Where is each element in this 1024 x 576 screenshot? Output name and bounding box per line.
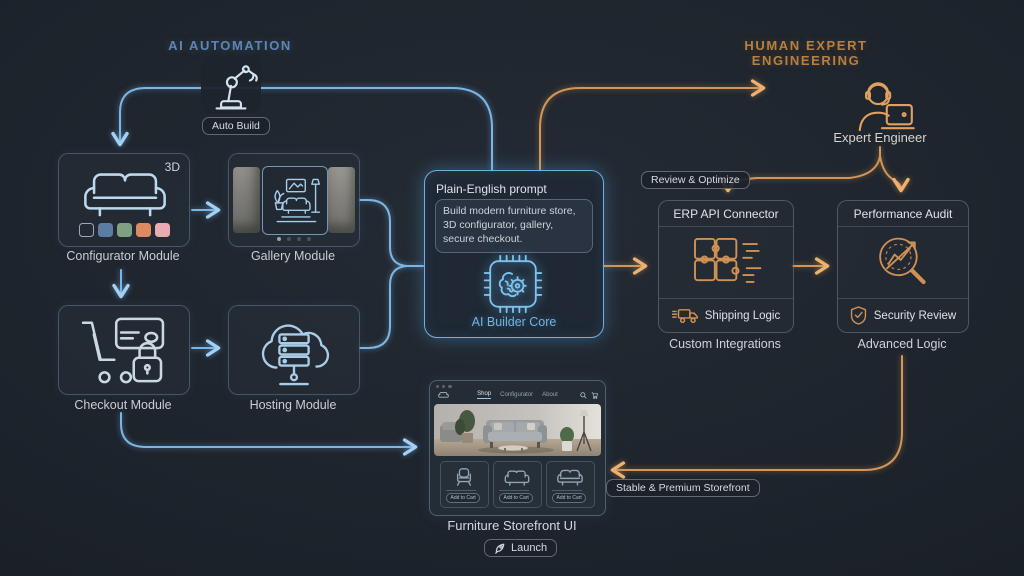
browser-mockup: Shop Configurator About	[429, 380, 606, 516]
hosting-module-box	[228, 305, 360, 395]
cart-card-lock-icon	[81, 317, 165, 384]
erp-title: ERP API Connector	[659, 201, 793, 227]
3d-badge: 3D	[164, 160, 180, 174]
audit-title: Performance Audit	[838, 201, 968, 227]
carousel-dot[interactable]	[287, 237, 291, 241]
product-card[interactable]: Add to Cart	[546, 461, 595, 508]
sofa-icon	[504, 470, 530, 486]
custom-integrations-caption: Custom Integrations	[669, 337, 781, 351]
sofa-3d-icon	[84, 173, 166, 217]
price-placeholder	[446, 490, 476, 491]
shield-check-icon	[850, 306, 866, 325]
performance-audit-box: Performance Audit Security Review	[837, 200, 969, 333]
auto-build-pill: Auto Build	[202, 117, 270, 135]
add-to-cart-button[interactable]: Add to Cart	[499, 493, 534, 503]
prompt-header: Plain-English prompt	[436, 182, 547, 196]
engineer-headset-icon	[846, 80, 916, 132]
loveseat-icon	[557, 469, 583, 486]
ai-builder-core-label: AI Builder Core	[471, 315, 557, 329]
robot-arm-icon	[201, 57, 261, 113]
gallery-module-box	[228, 153, 360, 247]
carousel-dots[interactable]	[229, 237, 359, 241]
advanced-logic-caption: Advanced Logic	[857, 337, 947, 351]
shipping-logic-label: Shipping Logic	[704, 309, 781, 322]
stable-premium-label: Stable & Premium Storefront	[616, 482, 750, 494]
erp-api-connector-box: ERP API Connector Shippin	[658, 200, 794, 333]
truck-icon	[671, 309, 698, 324]
color-swatch[interactable]	[154, 223, 170, 237]
color-swatch[interactable]	[135, 223, 151, 237]
chip-brain-icon	[483, 254, 543, 314]
search-icon[interactable]	[580, 392, 587, 399]
add-to-cart-button[interactable]: Add to Cart	[552, 493, 587, 503]
product-card[interactable]: Add to Cart	[440, 461, 489, 508]
nav-item-about[interactable]: About	[542, 391, 558, 398]
photo-thumbnail-right	[328, 167, 355, 233]
configurator-module-label: Configurator Module	[66, 249, 180, 263]
armchair-icon	[456, 468, 472, 486]
checkout-module-label: Checkout Module	[74, 398, 172, 412]
ai-automation-title: AI AUTOMATION	[168, 38, 292, 53]
hosting-module-label: Hosting Module	[249, 398, 337, 412]
security-review-label: Security Review	[873, 309, 957, 322]
add-to-cart-button[interactable]: Add to Cart	[446, 493, 481, 503]
product-card[interactable]: Add to Cart	[493, 461, 542, 508]
human-expert-title: HUMAN EXPERT ENGINEERING	[744, 38, 868, 68]
storefront-navbar: Shop Configurator About	[430, 388, 605, 401]
gallery-room-panel	[262, 166, 328, 235]
price-placeholder	[499, 490, 529, 491]
puzzle-icon	[694, 237, 762, 283]
configurator-module-box: 3D	[58, 153, 190, 247]
price-placeholder	[552, 490, 582, 491]
photo-thumbnail-left	[233, 167, 260, 233]
window-dots	[430, 381, 605, 389]
cloud-server-icon	[261, 324, 330, 386]
checkout-module-box	[58, 305, 190, 395]
carousel-dot[interactable]	[277, 237, 281, 241]
nav-item-shop[interactable]: Shop	[477, 390, 492, 399]
carousel-dot[interactable]	[297, 237, 301, 241]
prompt-text-box[interactable]: Build modern furniture store, 3D configu…	[435, 199, 593, 253]
color-swatch-row	[59, 223, 189, 237]
launch-label: Launch	[511, 542, 548, 554]
launch-button[interactable]: Launch	[484, 539, 558, 557]
color-swatch[interactable]	[116, 223, 132, 237]
cart-icon[interactable]	[591, 392, 598, 400]
auto-build-label: Auto Build	[212, 120, 260, 132]
magnifier-chart-icon	[879, 237, 926, 284]
ai-builder-core-box: Plain-English prompt Build modern furnit…	[424, 170, 604, 338]
nav-item-configurator[interactable]: Configurator	[500, 391, 534, 398]
color-swatch[interactable]	[97, 223, 113, 237]
review-optimize-pill: Review & Optimize	[641, 171, 750, 189]
hero-image	[434, 404, 601, 456]
furniture-storefront-label: Furniture Storefront UI	[447, 518, 577, 533]
color-swatch[interactable]	[78, 223, 94, 237]
gallery-module-label: Gallery Module	[250, 249, 336, 263]
rocket-icon	[495, 543, 505, 554]
store-logo-icon	[438, 392, 449, 398]
blue-connectors	[111, 87, 493, 456]
product-card-row: Add to Cart Add to Cart Add to Cart	[430, 461, 605, 508]
expert-engineer-label: Expert Engineer	[833, 130, 927, 145]
stable-premium-pill: Stable & Premium Storefront	[606, 479, 760, 497]
carousel-dot[interactable]	[307, 237, 311, 241]
gallery-room-icon	[274, 178, 321, 222]
review-optimize-label: Review & Optimize	[651, 174, 740, 186]
